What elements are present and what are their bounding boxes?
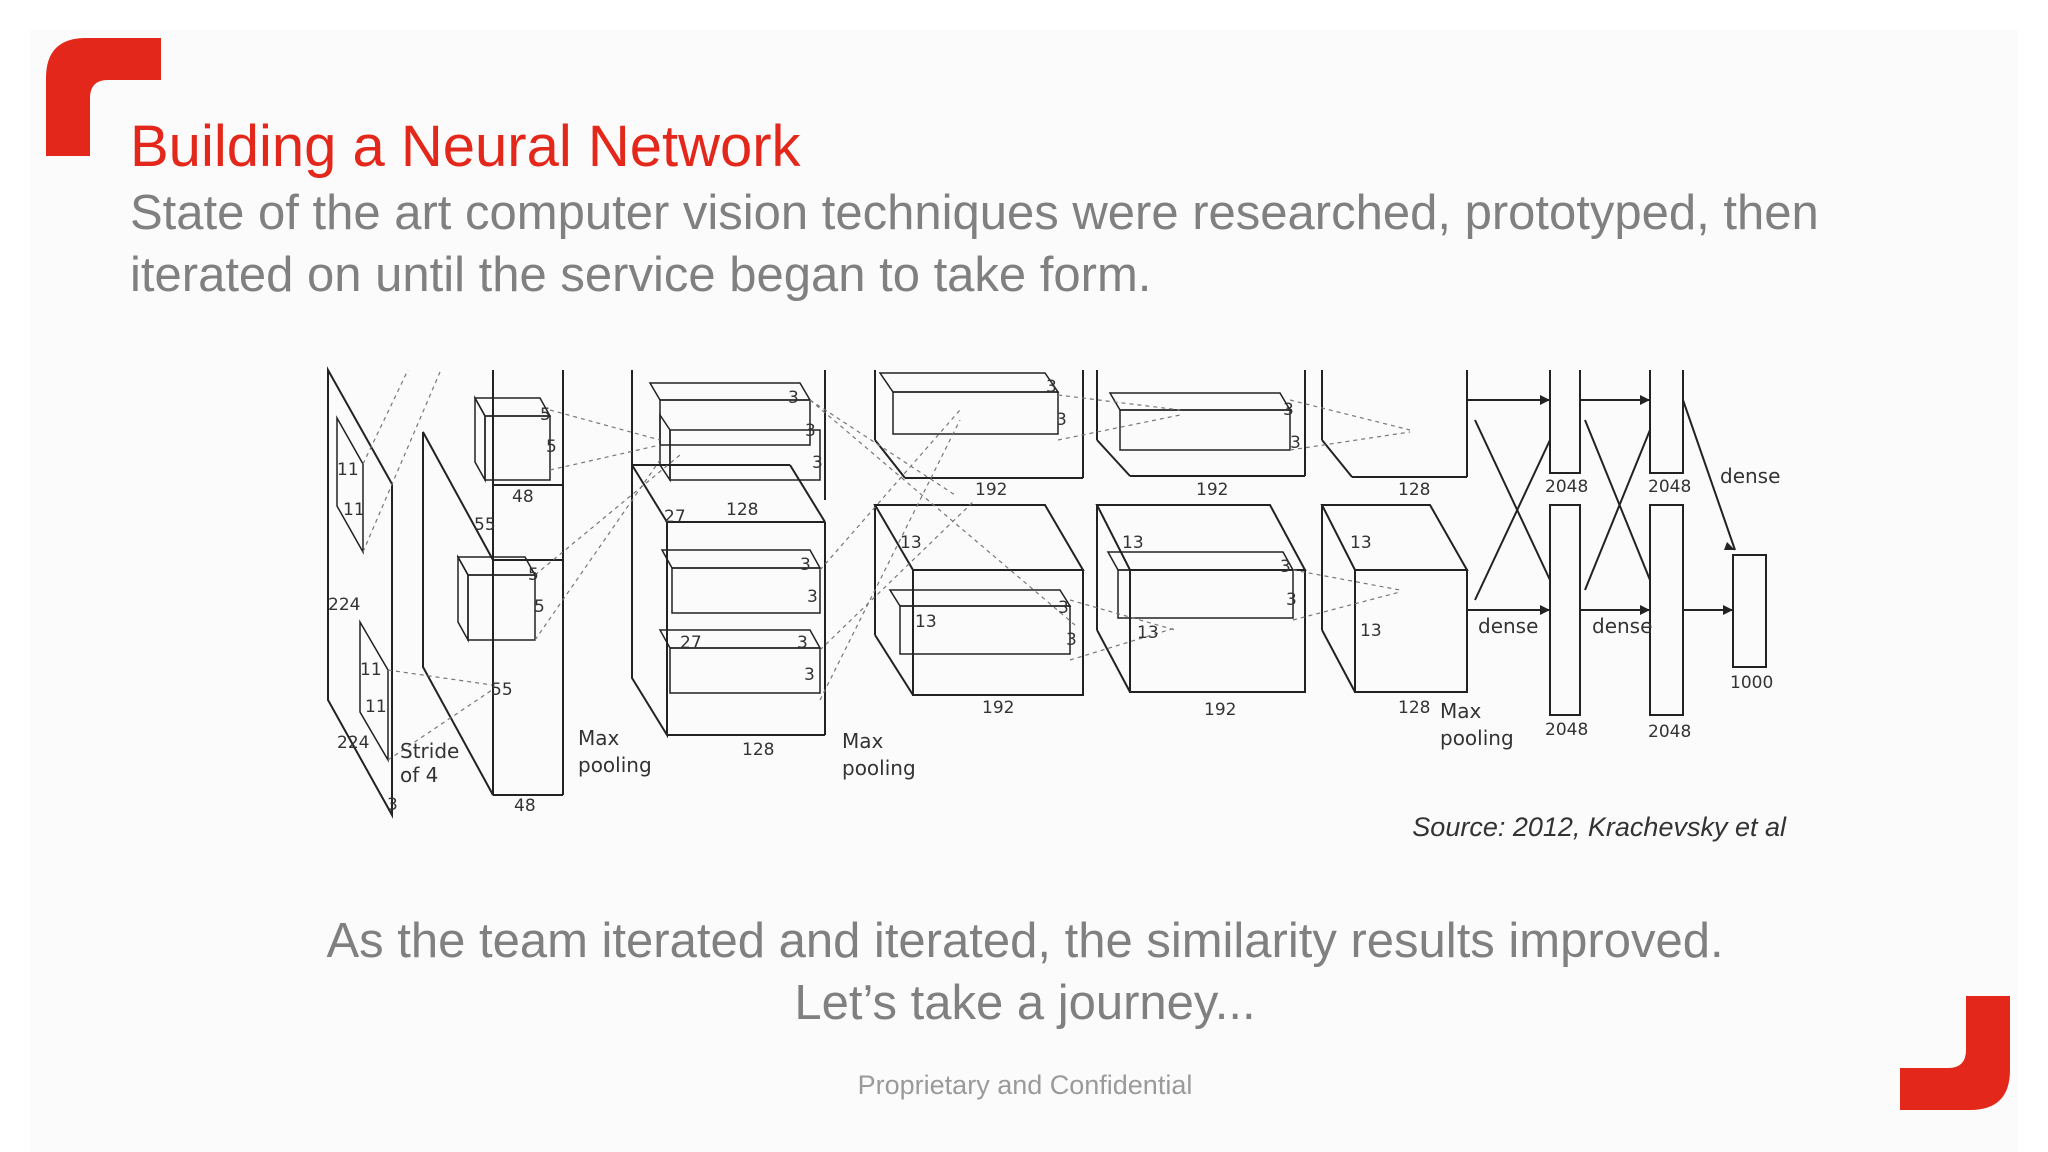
label-conv4-kernel: 3 [1280,557,1291,577]
label-conv1-kernel: 5 [528,565,539,585]
footer-confidentiality: Proprietary and Confidential [857,1070,1193,1100]
label-conv5-depth: 128 [1398,698,1430,718]
label-conv3-kernel: 3 [1056,410,1067,430]
closing-text: As the team iterated and iterated, the s… [200,910,1850,1034]
label-conv1-kernel: 5 [546,437,557,457]
label-fc-units: 2048 [1648,722,1691,742]
label-conv5-size: 13 [1360,621,1382,641]
label-input-depth: 3 [387,795,398,815]
label-conv4-depth: 192 [1196,480,1228,500]
label-conv2-kernel: 3 [800,555,811,575]
label-conv1-pool: pooling [578,753,652,777]
label-conv2-depth: 128 [726,500,758,520]
label-conv3-size: 13 [900,533,922,553]
label-conv5-depth: 128 [1398,480,1430,500]
corner-bracket-icon [46,38,161,156]
label-conv4-kernel: 3 [1290,433,1301,453]
label-input-filter: 11 [337,460,359,480]
label-conv2-kernel: 3 [805,421,816,441]
corner-bracket-icon [1900,996,2010,1110]
label-dense: dense [1592,614,1652,638]
label-conv3-kernel: 3 [1058,598,1069,618]
label-conv1-size: 55 [491,680,513,700]
label-fc-units: 2048 [1648,477,1691,497]
label-conv4-depth: 192 [1204,700,1236,720]
label-conv2-pool: pooling [842,756,916,780]
label-conv3-kernel: 3 [1066,630,1077,650]
label-dense: dense [1478,614,1538,638]
closing-line: Let’s take a journey... [794,976,1256,1030]
label-conv2-kernel: 3 [797,633,808,653]
label-conv1-depth: 48 [514,796,536,816]
label-conv2-size: 27 [664,507,686,527]
label-conv4-kernel: 3 [1286,590,1297,610]
label-conv5-pool: Max [1440,699,1482,723]
label-conv2-kernel: 3 [788,388,799,408]
alexnet-architecture-diagram: 224 224 3 11 11 11 11 Stride of 4 55 55 … [327,366,1780,819]
label-conv1-depth: 48 [512,487,534,507]
label-stride-of: of 4 [400,763,438,787]
label-conv2-pool: Max [842,729,884,753]
closing-line: As the team iterated and iterated, the s… [326,914,1724,968]
label-input-filter: 11 [360,660,382,680]
label-input-height: 224 [328,595,360,615]
label-fc-units: 2048 [1545,477,1588,497]
label-conv3-kernel: 3 [1046,377,1057,397]
slide-title: Building a Neural Network [130,114,801,179]
label-conv2-kernel: 3 [812,453,823,473]
label-conv4-size: 13 [1137,623,1159,643]
label-conv1-kernel: 5 [540,405,551,425]
label-conv1-pool: Max [578,726,620,750]
slide-subtitle: State of the art computer vision techniq… [130,186,1819,302]
label-dense: dense [1720,464,1780,488]
label-output-units: 1000 [1730,673,1773,693]
label-conv2-kernel: 3 [804,665,815,685]
label-stride: Stride [400,739,459,763]
source-citation: Source: 2012, Krachevsky et al [1412,812,1786,842]
label-conv4-size: 13 [1122,533,1144,553]
label-conv5-size: 13 [1350,533,1372,553]
label-conv1-kernel: 5 [534,597,545,617]
label-conv3-depth: 192 [982,698,1014,718]
label-fc-units: 2048 [1545,720,1588,740]
label-conv5-pool: pooling [1440,726,1514,750]
label-input-width: 224 [337,733,369,753]
label-conv2-kernel: 3 [807,587,818,607]
label-conv4-kernel: 3 [1283,400,1294,420]
label-input-filter: 11 [343,500,365,520]
label-conv3-depth: 192 [975,480,1007,500]
slide-background [30,30,2018,1152]
label-conv2-depth: 128 [742,740,774,760]
label-input-filter: 11 [365,697,387,717]
label-conv3-size: 13 [915,612,937,632]
label-conv1-size: 55 [474,515,496,535]
label-conv2-size: 27 [680,633,702,653]
